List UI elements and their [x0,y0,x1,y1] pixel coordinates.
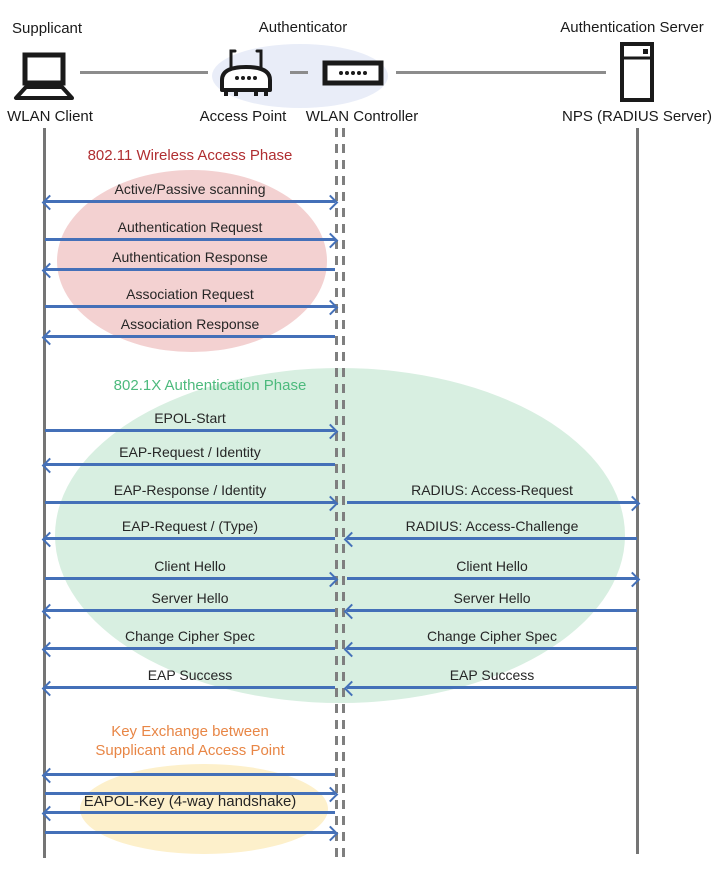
arrow-left-icon [347,686,637,689]
message-active-passive-scanning: Active/Passive scanning [45,181,335,203]
arrow-left-icon [45,335,335,338]
message-eapol-key-3: EAPOL-Key (4-way handshake) [45,793,335,814]
arrow-right-icon [45,577,335,580]
message-radius-access-request: RADIUS: Access-Request [347,482,637,504]
arrow-left-icon [347,609,637,612]
arrow-right-icon [45,792,335,795]
phase-title-8021x: 802.1X Authentication Phase [113,377,307,394]
arrow-right-icon [347,501,637,504]
arrow-right-icon [45,238,335,241]
link-controller-nps [396,71,606,74]
message-eapol-key-4 [45,831,335,834]
label-wlan-client: WLAN Client [7,108,93,125]
label-access-point: Access Point [199,108,287,125]
arrow-both-icon [45,200,335,203]
message-radius-access-challenge: RADIUS: Access-Challenge [347,518,637,540]
arrow-right-icon [45,305,335,308]
link-client-ap [80,71,208,74]
arrow-right-icon [45,429,335,432]
role-authentication-server: Authentication Server [560,19,704,36]
arrow-left-icon [45,463,335,466]
message-eap-response-identity: EAP-Response / Identity [45,482,335,504]
arrow-left-icon [45,268,335,271]
message-server-hello-left: Server Hello [45,590,335,612]
arrow-right-icon [347,577,637,580]
wlan-controller-icon [322,60,384,86]
message-association-response: Association Response [45,316,335,338]
arrow-left-icon [45,686,335,689]
arrow-left-icon [45,647,335,650]
message-authentication-response: Authentication Response [45,249,335,271]
lifeline-wlan-client [43,128,46,858]
message-eap-success-left: EAP Success [45,667,335,689]
laptop-icon [12,52,76,104]
message-server-hello-right: Server Hello [347,590,637,612]
role-supplicant: Supplicant [12,20,83,37]
arrow-left-icon [45,811,335,814]
phase-title-key-exchange: Key Exchange between Supplicant and Acce… [45,722,335,760]
message-client-hello-right: Client Hello [347,558,637,580]
arrow-left-icon [347,537,637,540]
arrow-left-icon [347,647,637,650]
access-point-icon [216,46,276,102]
label-wlan-controller: WLAN Controller [305,108,419,125]
lifeline-wlan-controller-outer [335,128,338,858]
message-association-request: Association Request [45,286,335,308]
message-epol-start: EPOL-Start [45,410,335,432]
arrow-left-icon [45,609,335,612]
arrow-left-icon [45,537,335,540]
message-eap-success-right: EAP Success [347,667,637,689]
lifeline-nps [636,128,639,854]
phase-ellipse-key-exchange [80,764,328,854]
arrow-left-icon [45,773,335,776]
link-ap-controller [290,71,308,74]
message-change-cipher-spec-left: Change Cipher Spec [45,628,335,650]
server-icon [620,42,654,102]
message-eap-request-identity: EAP-Request / Identity [45,444,335,466]
phase-title-80211: 802.11 Wireless Access Phase [87,147,293,164]
lifeline-wlan-controller-inner [342,128,345,858]
label-nps-radius-server: NPS (RADIUS Server) [561,108,713,125]
message-client-hello-left: Client Hello [45,558,335,580]
arrow-right-icon [45,501,335,504]
message-eapol-key-1 [45,773,335,776]
arrow-right-icon [45,831,335,834]
phase-title-key-exchange-line1: Key Exchange between [111,723,269,740]
message-eap-request-type: EAP-Request / (Type) [45,518,335,540]
phase-title-key-exchange-line2: Supplicant and Access Point [95,742,285,759]
message-authentication-request: Authentication Request [45,219,335,241]
message-change-cipher-spec-right: Change Cipher Spec [347,628,637,650]
role-authenticator: Authenticator [258,19,348,36]
message-eapol-key-2 [45,792,335,795]
